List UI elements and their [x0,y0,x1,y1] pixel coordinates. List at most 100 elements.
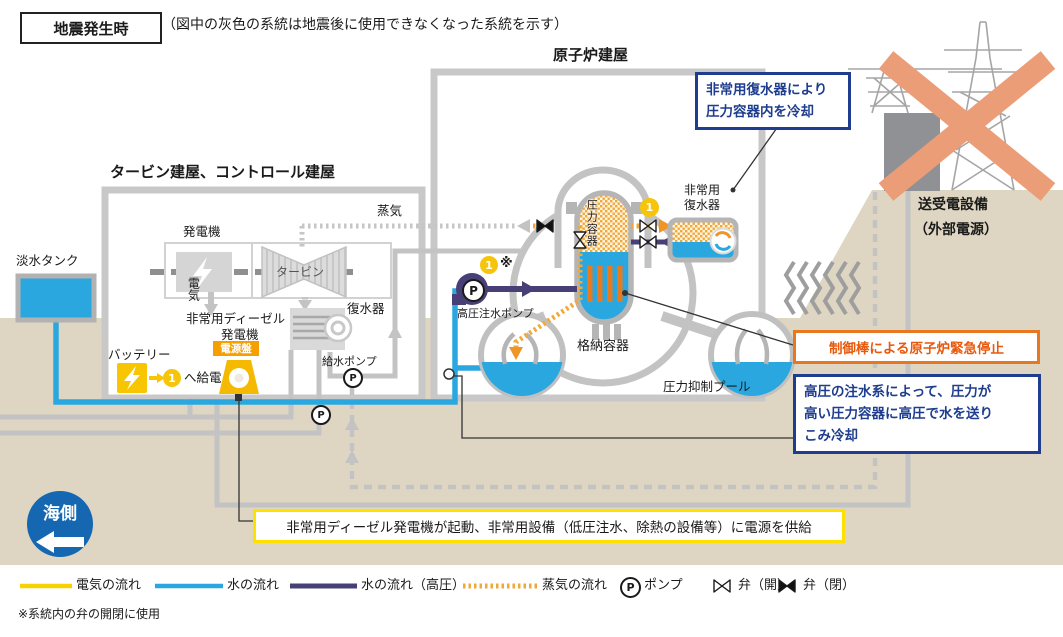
sea-left-arrow [36,531,84,553]
title-note: （図中の灰色の系統は地震後に使用できなくなった系統を示す） [162,17,568,33]
connector-ring [443,368,455,380]
legend-hp-water-label: 水の流れ（高圧） [361,578,466,593]
recirc-arc-blue [714,243,732,251]
freshwater-tank-icon [15,273,97,323]
feedwater-pump-label: 給水ポンプ [322,355,377,368]
condenser-circle-inner [330,320,346,336]
legend-steam-label: 蒸気の流れ [542,578,608,593]
legend-valve-closed-icon [778,579,796,593]
scram-note-box: 制御棒による原子炉緊急停止 [793,330,1040,364]
containment-vessel-label: 格納容器 [577,339,630,354]
gray-down-arrow [298,300,312,311]
hpci-pump-symbol: P [462,279,485,302]
hpci-note-line1: 高圧の注水系によって、圧力が [804,384,992,400]
electricity-label: 電気 [186,277,201,301]
sea-side-label: 海側 [43,504,77,524]
relief-steam-line [513,226,583,348]
recirc-arc-orange [714,231,732,239]
gray-left-arrow [517,219,530,233]
freshwater-tank-label: 淡水タンク [16,253,79,268]
generator-frame [164,242,392,299]
grid-equipment-label: 送受電設備 [918,197,988,213]
gray-up-arrow [345,450,359,463]
marker-1-hpci: 1 [480,256,498,274]
valve-open-vertical-icon [573,231,587,249]
diesel-note-text: 非常用ディーゼル発電機が起動、非常用設備（低圧注水、除熱の設備等）に電源を供給 [286,520,812,536]
turbine-icon [261,245,347,299]
shaking-zigzag-icon [783,260,862,316]
hp-injection-pump-label: 高圧注水ポンプ [457,307,534,320]
emergency-condenser-label-2: 復水器 [684,198,721,212]
connector-dot [622,290,628,296]
gray-down-arrow [204,304,218,316]
bolt-icon [124,366,140,390]
rod-drives-icon [592,324,621,340]
battery-label: バッテリー [108,347,171,362]
valve-open-icon [639,219,657,233]
marker-1-battery: 1 [163,369,181,387]
control-rods-icon [587,266,623,302]
condenser-label: 復水器 [347,301,385,316]
ic-note-box: 非常用復水器により 圧力容器内を冷却 [695,72,851,130]
generator-label: 発電機 [183,224,221,239]
legend-pump-label: ポンプ [644,578,683,593]
steam-label: 蒸気 [377,203,403,218]
pressure-vessel-label: 圧力容器 [585,199,599,247]
diesel-note-box: 非常用ディーゼル発電機が起動、非常用設備（低圧注水、除熱の設備等）に電源を供給 [253,509,845,543]
asterisk-label: ※ [500,256,513,271]
condenser-slats [293,315,330,340]
scram-note-text: 制御棒による原子炉緊急停止 [828,341,1005,357]
purple-right-arrow [522,281,536,297]
power-panel-tag: 電源盤 [213,341,259,356]
pool-pipe-right [734,328,770,365]
hpci-note-box: 高圧の注水系によって、圧力が 高い圧力容器に高圧で水を送り こみ冷却 [793,374,1041,454]
water-line [53,288,458,405]
ic-note-line1: 非常用復水器により [706,82,828,98]
valve-open-icon [639,235,657,249]
diesel-circle-inner [234,373,244,383]
ic-note-line2: 圧力容器内を冷却 [706,104,814,120]
gray-up-arrow [388,325,402,338]
legend-electricity-label: 電気の流れ [76,578,142,593]
pool-pipe-left [501,332,539,365]
reactor-building-label: 原子炉建屋 [553,46,629,64]
suppression-pool-label: 圧力抑制プール [663,379,751,394]
legend-water-label: 水の流れ [227,578,280,593]
hpci-note-line3: こみ冷却 [804,428,858,444]
connector-dot [235,394,242,401]
orange-right-arrow [659,219,672,233]
legend-pump-icon: P [620,577,641,598]
page-title: 地震発生時 [20,12,162,44]
annotation-connectors [238,124,794,522]
connector-dot [730,187,736,193]
condenser-circle-icon [323,313,353,343]
diesel-label-2: 発電機 [221,327,259,342]
legend-valve-open-icon [713,579,731,593]
feed-to-label: へ給電 [184,370,222,385]
hpci-note-line2: 高い圧力容器に高圧で水を送り [804,406,993,422]
legend-valve-open-label: 弁（開） [738,578,791,593]
turbine-label: タービン [276,265,325,279]
orange-down-arrow [509,347,523,360]
legend-valve-closed-label: 弁（閉） [803,578,856,593]
valve-closed-icon [536,219,554,233]
valves [536,219,796,593]
page-title-text: 地震発生時 [53,19,129,38]
bolt-icon [193,257,212,289]
footnote: ※系統内の弁の開閉に使用 [18,607,161,621]
x-mark-icon [878,51,1056,201]
emergency-condenser-label-1: 非常用 [684,183,721,197]
yellow-right-arrow [157,373,165,383]
vessel-nozzle-right [631,202,642,214]
vessel-nozzle-left [566,202,577,214]
vent-pipe-right [660,311,724,341]
turbine-building-label: タービン建屋、コントロール建屋 [110,163,336,181]
marker-1-ic: 1 [640,198,659,217]
hpci-pump-base [452,294,466,305]
diesel-label-1: 非常用ディーゼル [186,311,286,326]
feedwater-pump-icon: P [343,368,363,388]
grid-equipment-label2: （外部電源） [914,222,998,238]
underground-pump-icon: P [311,405,331,425]
